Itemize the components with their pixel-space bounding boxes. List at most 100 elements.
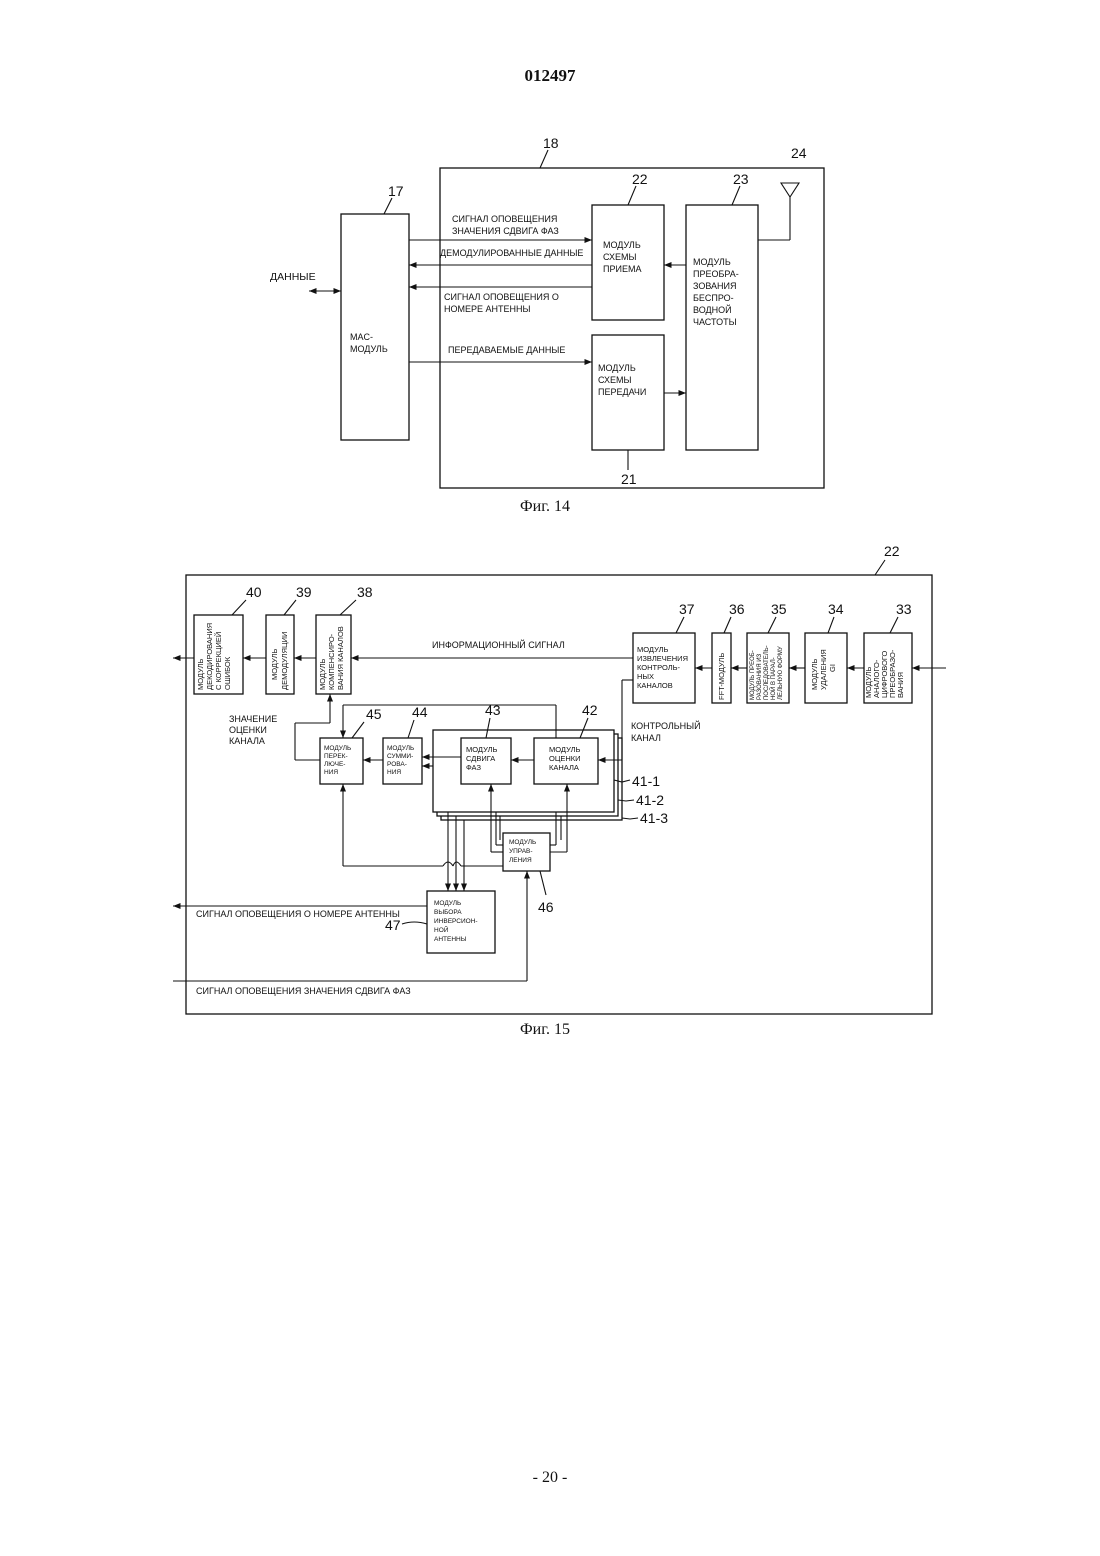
m35-l2: РАЗОВАНИЯ ИЗ — [757, 653, 763, 700]
m35-l5: ЛЕЛЬНУЮ ФОРМУ — [778, 646, 784, 700]
rf-module — [686, 205, 758, 450]
ref-45: 45 — [366, 706, 382, 722]
m35-l3: ПОСЛЕДОВАТЕЛЬ- — [764, 645, 770, 700]
rx-label-1: МОДУЛЬ — [603, 240, 641, 250]
m34-l1: МОДУЛЬ — [810, 658, 819, 690]
mac-module — [341, 214, 409, 440]
m46-l3: ЛЕНИЯ — [509, 857, 532, 864]
data-label: ДАННЫЕ — [270, 271, 316, 283]
m40-l4: ОШИБОК — [223, 656, 232, 690]
sig-tx-label: ПЕРЕДАВАЕМЫЕ ДАННЫЕ — [448, 345, 565, 355]
m45-l1: МОДУЛЬ — [324, 745, 351, 752]
m33-l5: ВАНИЯ — [896, 672, 905, 698]
ref-35: 35 — [771, 601, 787, 617]
sig-phase-label: СИГНАЛ ОПОВЕЩЕНИЯ ЗНАЧЕНИЯ СДВИГА ФАЗ — [196, 986, 411, 996]
rf-label-5: ВОДНОЙ — [693, 304, 732, 315]
m45-l3: ЛЮЧЕ- — [324, 761, 345, 768]
m42-l2: ОЦЕНКИ — [549, 754, 581, 763]
ref-41-2: 41-2 — [636, 792, 664, 808]
m37-l2: ИЗВЛЕЧЕНИЯ — [637, 654, 688, 663]
ref-21: 21 — [621, 471, 637, 487]
rf-label-6: ЧАСТОТЫ — [693, 317, 737, 327]
ref-34: 34 — [828, 601, 844, 617]
ref-40: 40 — [246, 584, 262, 600]
m35-l4: НОЙ В ПАРАЛ- — [769, 657, 777, 700]
m37-l4: НЫХ — [637, 672, 654, 681]
sig-phase-label-2: ЗНАЧЕНИЯ СДВИГА ФАЗ — [452, 226, 559, 236]
ref-23: 23 — [733, 171, 749, 187]
tx-label-1: МОДУЛЬ — [598, 363, 636, 373]
ref-46: 46 — [538, 899, 554, 915]
ref-22: 22 — [632, 171, 648, 187]
rf-label-4: БЕСПРО- — [693, 293, 734, 303]
m43-l3: ФАЗ — [466, 763, 481, 772]
m40-l1: МОДУЛЬ — [196, 658, 205, 690]
ch-est-label-1: ЗНАЧЕНИЕ — [229, 714, 277, 724]
m43-l1: МОДУЛЬ — [466, 745, 498, 754]
ref-36: 36 — [729, 601, 745, 617]
ref-47: 47 — [385, 917, 401, 933]
m44-l2: СУММИ- — [387, 753, 413, 760]
fig15-caption: Фиг. 15 — [520, 1021, 570, 1038]
m47-l3: ИНВЕРСИОН- — [434, 918, 478, 925]
m40-l2: ДЕКОДИРОВАНИЯ — [205, 623, 214, 690]
sig-antenna-label-2: НОМЕРЕ АНТЕННЫ — [444, 304, 531, 314]
ch-est-label-2: ОЦЕНКИ — [229, 725, 267, 735]
m36-l1: FFT-МОДУЛЬ — [717, 653, 726, 700]
m47-l5: АНТЕННЫ — [434, 936, 467, 943]
m35-l1: МОДУЛЬ ПРЕОБ- — [750, 650, 756, 700]
m47-l1: МОДУЛЬ — [434, 900, 461, 907]
m37-l5: КАНАЛОВ — [637, 681, 673, 690]
info-signal-label: ИНФОРМАЦИОННЫЙ СИГНАЛ — [432, 639, 565, 650]
mac-label-2: МОДУЛЬ — [350, 344, 388, 354]
rf-label-2: ПРЕОБРА- — [693, 269, 739, 279]
mac-label-1: MAC- — [350, 332, 373, 342]
m45-l4: НИЯ — [324, 769, 338, 776]
m37-l3: КОНТРОЛЬ- — [637, 663, 681, 672]
ref-42: 42 — [582, 702, 598, 718]
ref-38: 38 — [357, 584, 373, 600]
m37-l1: МОДУЛЬ — [637, 645, 669, 654]
ref-41-3: 41-3 — [640, 810, 668, 826]
sig-antenna-label: СИГНАЛ ОПОВЕЩЕНИЯ О НОМЕРЕ АНТЕННЫ — [196, 909, 400, 919]
m34-l2: УДАЛЕНИЯ — [819, 649, 828, 690]
ref-18: 18 — [543, 135, 559, 151]
ref-39: 39 — [296, 584, 312, 600]
sig-demod-label: ДЕМОДУЛИРОВАННЫЕ ДАННЫЕ — [440, 248, 583, 258]
ch-est-label-3: КАНАЛА — [229, 736, 265, 746]
control-channel-label-1: КОНТРОЛЬНЫЙ — [631, 720, 701, 731]
tx-label-2: СХЕМЫ — [598, 375, 631, 385]
sig-antenna-label-1: СИГНАЛ ОПОВЕЩЕНИЯ О — [444, 292, 559, 302]
m45-l2: ПЕРЕК- — [324, 753, 348, 760]
figure-15: 22 33 МОДУЛЬ АНАЛОГО- ЦИФРОВОГО ПРЕОБРАЗ… — [173, 543, 946, 1038]
m44-l4: НИЯ — [387, 769, 401, 776]
fig15-ref-22: 22 — [884, 543, 900, 559]
ref-24: 24 — [791, 145, 807, 161]
m46-l1: МОДУЛЬ — [509, 839, 536, 846]
m47-l2: ВЫБОРА — [434, 909, 462, 916]
m39-l2: ДЕМОДУЛЯЦИИ — [280, 632, 289, 690]
m42-l3: КАНАЛА — [549, 763, 579, 772]
m39-l1: МОДУЛЬ — [270, 648, 279, 680]
m40-l3: С КОРРЕКЦИЕЙ — [214, 632, 223, 690]
fig14-caption: Фиг. 14 — [520, 498, 570, 515]
rf-label-3: ЗОВАНИЯ — [693, 281, 737, 291]
ref-44: 44 — [412, 704, 428, 720]
m38-l3: ВАНИЯ КАНАЛОВ — [336, 626, 345, 690]
tx-label-3: ПЕРЕДАЧИ — [598, 387, 646, 397]
m38-l1: МОДУЛЬ — [318, 658, 327, 690]
page-number: - 20 - — [0, 1469, 1100, 1487]
control-channel-label-2: КАНАЛ — [631, 733, 661, 743]
m44-l1: МОДУЛЬ — [387, 745, 414, 752]
ref-43: 43 — [485, 702, 501, 718]
rx-module — [592, 205, 664, 320]
ref-37: 37 — [679, 601, 695, 617]
ref-33: 33 — [896, 601, 912, 617]
m47-l4: НОЙ — [434, 925, 449, 934]
ref-41-1: 41-1 — [632, 773, 660, 789]
sig-phase-label-1: СИГНАЛ ОПОВЕЩЕНИЯ — [452, 214, 557, 224]
rf-label-1: МОДУЛЬ — [693, 257, 731, 267]
m44-l3: РОВА- — [387, 761, 407, 768]
m38-l2: КОМПЕНСИРО- — [327, 633, 336, 690]
